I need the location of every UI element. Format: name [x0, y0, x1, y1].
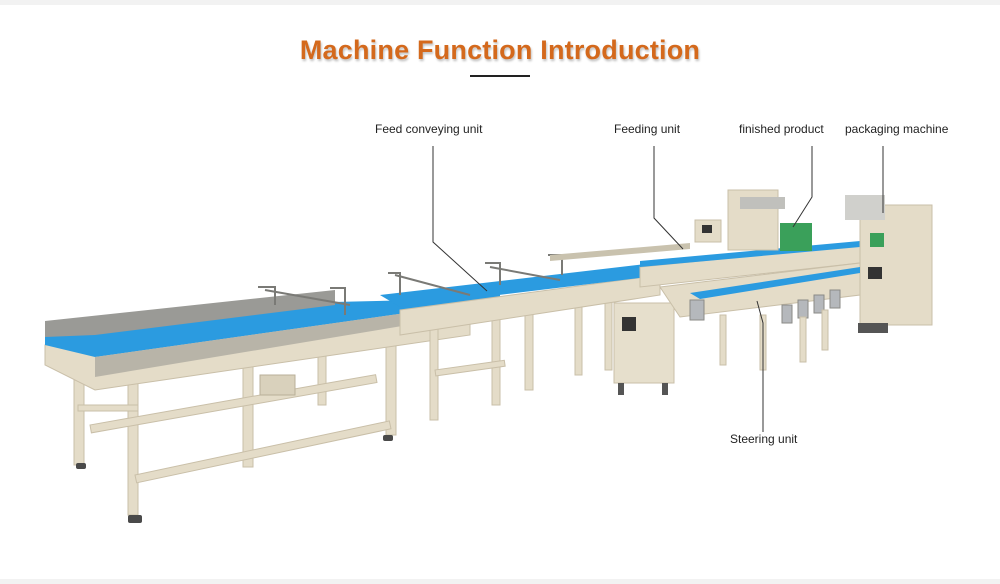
- label-feeding-unit: Feeding unit: [614, 122, 681, 136]
- label-feed-conveying-unit: Feed conveying unit: [375, 122, 483, 136]
- leader-lines: [432, 146, 884, 432]
- production-line-illustration: [44, 146, 933, 523]
- page-title: Machine Function Introduction: [299, 35, 701, 65]
- control-cabinets: [613, 219, 722, 395]
- label-packaging-machine: packaging machine: [845, 122, 949, 136]
- guide-conveyors: [258, 243, 690, 421]
- product-intro-panel: Machine Function Introduction: [0, 5, 1000, 579]
- feed-conveyor: [44, 287, 500, 523]
- label-finished-product: finished product: [739, 122, 824, 136]
- packaging-line: [639, 189, 933, 333]
- steering-assembly: [659, 262, 861, 371]
- title-underline: [470, 75, 530, 77]
- label-steering-unit: Steering unit: [730, 432, 798, 446]
